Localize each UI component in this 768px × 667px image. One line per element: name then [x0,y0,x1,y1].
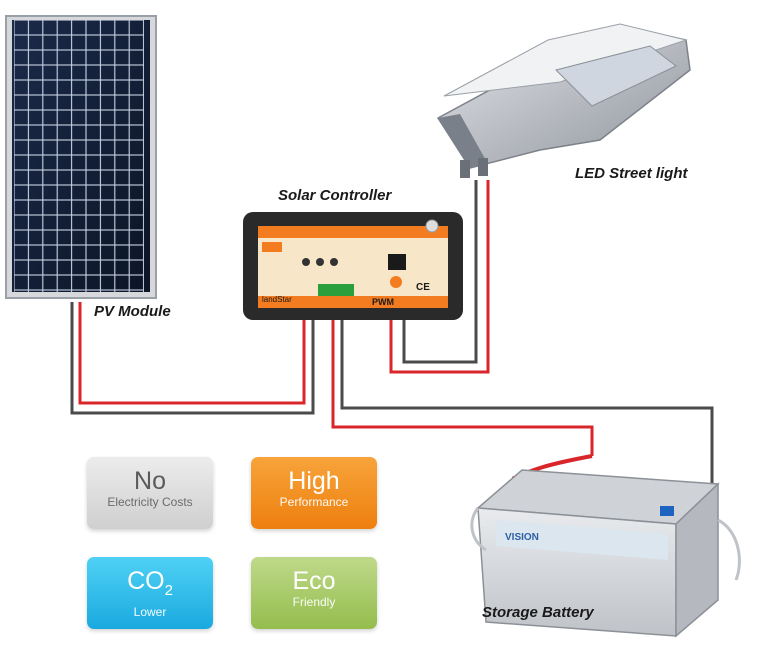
tile-co2-lower: CO2 Lower [87,557,213,629]
storage-battery: VISION [470,469,741,638]
tile-no-costs-subtitle: Electricity Costs [107,495,193,509]
tile-eco-title: Eco [292,567,336,595]
battery-wire-black [340,318,714,492]
wires [70,180,714,514]
tile-no-electricity-costs: No Electricity Costs [87,457,213,529]
controller-brand: landStar [262,295,292,304]
tile-no-costs-title: No [134,467,166,495]
pv-module-label: PV Module [94,303,171,320]
solar-controller-label: Solar Controller [278,187,392,204]
lamp-wire-red [389,180,490,374]
tile-high-performance-subtitle: Performance [279,495,349,509]
tile-high-performance-title: High [288,467,340,495]
tile-eco-friendly: Eco Friendly [251,557,377,629]
pv-wire-black [70,302,315,415]
tile-eco-subtitle: Friendly [292,595,336,609]
pv-wire-red [78,302,306,405]
led-street-light-label: LED Street light [575,165,688,182]
tile-co2-subscript: 2 [164,582,173,599]
battery-brand: VISION [505,532,539,543]
lamp-wire-black [402,180,478,364]
led-street-light [436,23,691,178]
tile-co2-subtitle: Lower [133,605,167,619]
storage-battery-label: Storage Battery [482,604,594,621]
controller-ce-mark: CE [416,282,430,293]
battery-wire-red [331,318,594,456]
solar-controller: landStar PWM CE [243,212,463,320]
tile-co2-title: CO2 [87,567,213,605]
tile-high-performance: High Performance [251,457,377,529]
tile-co2-title-main: CO [127,567,165,595]
controller-badge: PWM [372,297,394,307]
pv-module [5,15,157,299]
